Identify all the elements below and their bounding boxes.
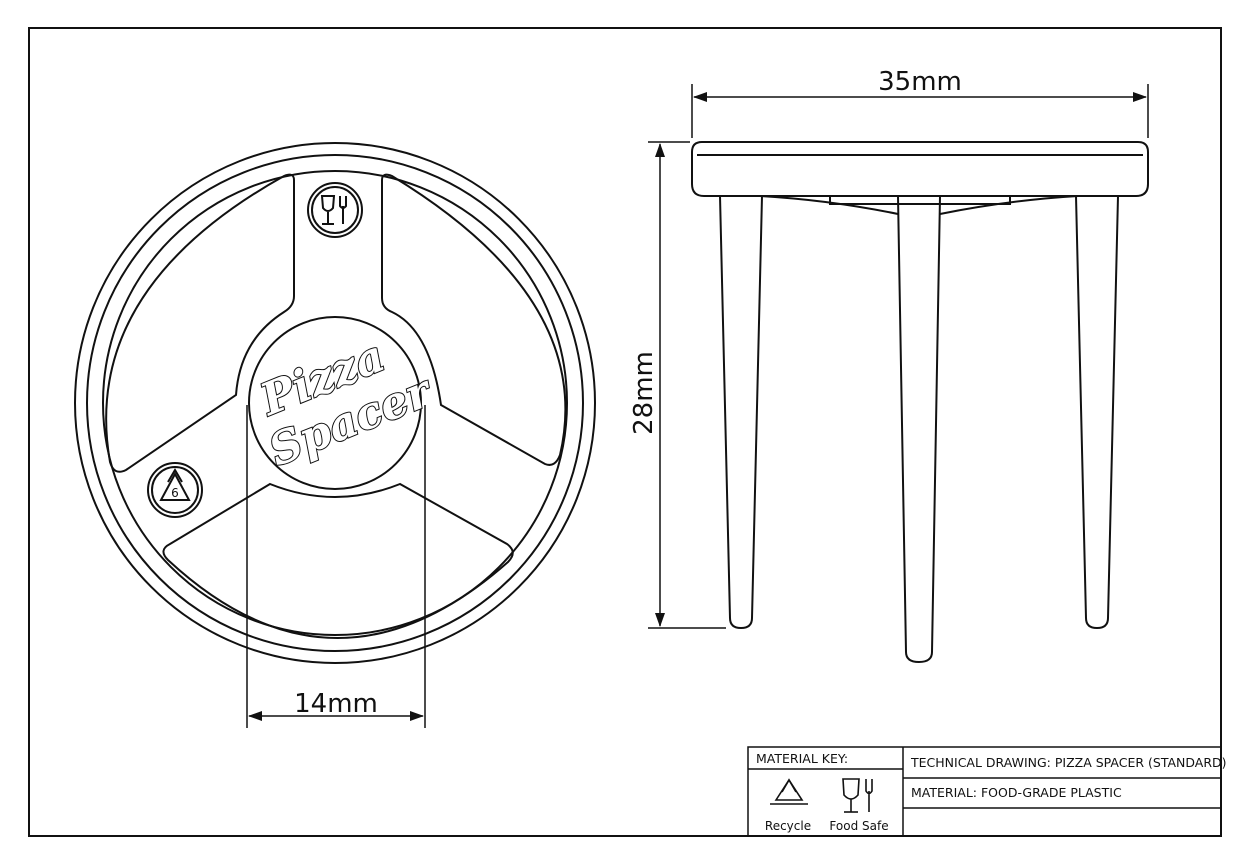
dim-14mm	[246, 405, 426, 728]
drawing-border	[28, 27, 1222, 837]
dim-28mm	[648, 141, 726, 629]
key-food-safe-label: Food Safe	[829, 819, 888, 833]
window-top-right	[381, 173, 567, 466]
dim-35mm	[691, 84, 1149, 138]
dim-28mm-label: 28mm	[629, 351, 659, 435]
top-disc	[691, 141, 1149, 197]
dim-35mm-label: 35mm	[878, 67, 962, 97]
dim-14mm-label: 14mm	[294, 689, 378, 719]
center-hub	[248, 316, 422, 490]
recycle-icon: 6	[147, 462, 203, 518]
top-view	[74, 142, 596, 664]
key-food-safe-icon	[842, 778, 873, 813]
rim-groove	[102, 170, 568, 636]
side-view	[691, 141, 1149, 664]
leg-left	[718, 195, 764, 630]
title-text: TECHNICAL DRAWING: PIZZA SPACER (STANDAR…	[910, 755, 1227, 770]
leg-right	[1074, 195, 1120, 630]
key-recycle-icon	[770, 778, 808, 805]
brace-mid	[829, 196, 1011, 205]
window-bottom	[162, 482, 514, 639]
material-key-label: MATERIAL KEY:	[756, 751, 848, 766]
title-block	[747, 746, 1222, 837]
svg-text:6: 6	[171, 486, 179, 500]
food-safe-icon	[307, 182, 363, 238]
key-recycle-label: Recycle	[765, 819, 811, 833]
window-top-left	[105, 173, 295, 473]
material-text: MATERIAL: FOOD-GRADE PLASTIC	[911, 785, 1122, 800]
outer-rim-outer	[74, 142, 596, 664]
leg-center	[896, 195, 942, 664]
outer-rim-inner	[86, 154, 584, 652]
